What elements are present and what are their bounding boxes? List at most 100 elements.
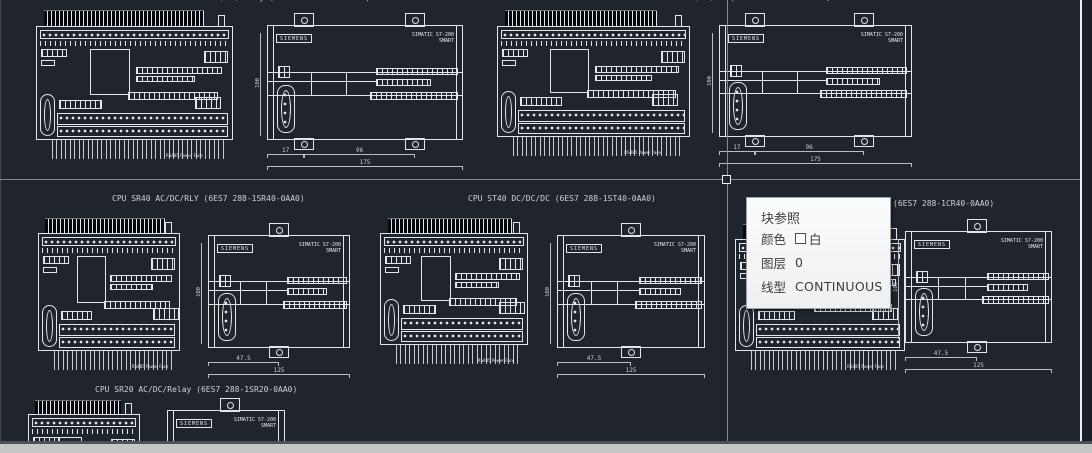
cpu-area-box — [550, 49, 589, 94]
terminal-comb-bottom — [52, 140, 227, 159]
panel-divider-2 — [617, 281, 619, 304]
panel-divider-1 — [590, 281, 592, 304]
linetype-label: 线型 — [761, 280, 787, 295]
drawing-right-border-line[interactable] — [1080, 0, 1082, 443]
color-swatch — [795, 233, 806, 244]
inner-edge-left — [563, 236, 564, 347]
small-connector-comb — [758, 311, 796, 320]
clip-screw — [860, 17, 868, 24]
clip-screw — [751, 138, 759, 145]
clip-screw — [301, 141, 309, 148]
dimension-label: 125 — [273, 367, 285, 374]
dimension-line: 17 — [719, 144, 755, 155]
inner-edge-left — [273, 26, 274, 139]
horizontal-scrollbar[interactable] — [0, 441, 1092, 453]
cpu-st40-front[interactable]: RS485 Power Face — [380, 218, 528, 379]
product-line-1: SIMATIC S7-200 — [860, 32, 903, 38]
io-label-bar-c — [982, 296, 1049, 305]
din-clip-top — [853, 13, 874, 27]
db9-oval — [388, 304, 395, 336]
clip-screw — [411, 141, 419, 148]
product-line-2: SMART — [438, 38, 454, 44]
panel-divider-1 — [311, 72, 313, 95]
db9-oval — [743, 310, 750, 342]
terminal-hatch-strip — [35, 400, 121, 414]
color-label: 颜色 — [761, 232, 787, 247]
selection-grip[interactable] — [722, 175, 731, 184]
io-label-bar-c — [634, 300, 702, 309]
dimension-label: 47.5 — [236, 355, 251, 362]
db9-oval — [919, 293, 929, 331]
panel-line-2 — [268, 81, 376, 82]
clip-screw — [974, 344, 982, 351]
tooltip-color-row: 颜色 白 — [761, 229, 822, 248]
module-frame — [497, 15, 690, 137]
layer-label: 图层 — [761, 256, 787, 271]
horizontal-divider-line[interactable] — [0, 179, 1080, 180]
din-clip-top — [404, 13, 425, 27]
label-box-right — [661, 51, 685, 63]
small-connector-comb — [61, 311, 93, 320]
din-clip-top — [744, 13, 765, 27]
siemens-logo: SIEMENS — [728, 34, 764, 43]
clip-screw — [860, 138, 868, 145]
label-box-left-2 — [502, 60, 516, 66]
io-label-bar-c — [820, 90, 908, 99]
din-clip-bottom — [404, 138, 425, 150]
port-note: RS485 Power Face — [477, 358, 515, 363]
terminal-hatch-strip — [45, 218, 165, 233]
dimension-line: 47.5 — [557, 355, 631, 366]
inner-edge-right — [1045, 232, 1046, 342]
vertical-divider-line[interactable] — [727, 0, 728, 441]
module-frame — [36, 15, 233, 140]
panel-divider-2 — [265, 281, 267, 304]
product-line-2: SMART — [887, 38, 903, 44]
height-dim-line — [260, 33, 261, 136]
terminal-comb-bottom — [396, 345, 522, 364]
drawing-title-st60: CPU ST60 DC/DC/DC (6ES7 288-1ST60-0AA0) — [643, 0, 831, 3]
panel-divider-2 — [964, 276, 966, 300]
dimension-label: 125 — [973, 362, 984, 369]
din-clip-bottom — [967, 341, 988, 353]
io-label-bar-1 — [135, 66, 223, 74]
terminal-strip-2 — [756, 337, 900, 348]
drawing-title-sr20: CPU SR20 AC/DC/Relay (6ES7 288-1SR20-0AA… — [95, 385, 298, 394]
cpu-sr40-front[interactable]: RS485 Power Face — [38, 218, 180, 385]
terminal-hatch-strip — [44, 10, 204, 26]
terminal-strip-2 — [57, 126, 228, 137]
terminal-strip-1 — [756, 324, 900, 336]
cpu-sr60-front[interactable]: RS485 Power Face — [36, 10, 233, 174]
io-label-bar-1 — [455, 273, 521, 281]
io-label-bar-b — [639, 288, 681, 296]
din-clip-bottom — [269, 346, 289, 358]
dimension-line: 47.5 — [905, 350, 978, 361]
panel-divider-1 — [240, 281, 242, 304]
small-connector-comb — [59, 100, 103, 109]
panel-line-2 — [558, 290, 640, 292]
cpu-st60-front[interactable]: RS485 Power Face — [497, 10, 690, 171]
dimension-label: 125 — [625, 367, 637, 374]
cpu-area-box — [420, 256, 451, 301]
dimension-line: 96 — [754, 144, 864, 155]
terminal-strip-1 — [518, 110, 685, 122]
terminal-comb-bottom — [751, 351, 899, 370]
din-clip-top — [269, 223, 289, 237]
dimension-label: 47.5 — [586, 355, 602, 362]
product-line-2: SMART — [260, 423, 276, 429]
terminal-row-top — [384, 237, 524, 246]
io-label-bar-a — [375, 68, 459, 75]
label-box-left-2 — [43, 267, 57, 273]
inner-edge-left — [214, 236, 215, 347]
